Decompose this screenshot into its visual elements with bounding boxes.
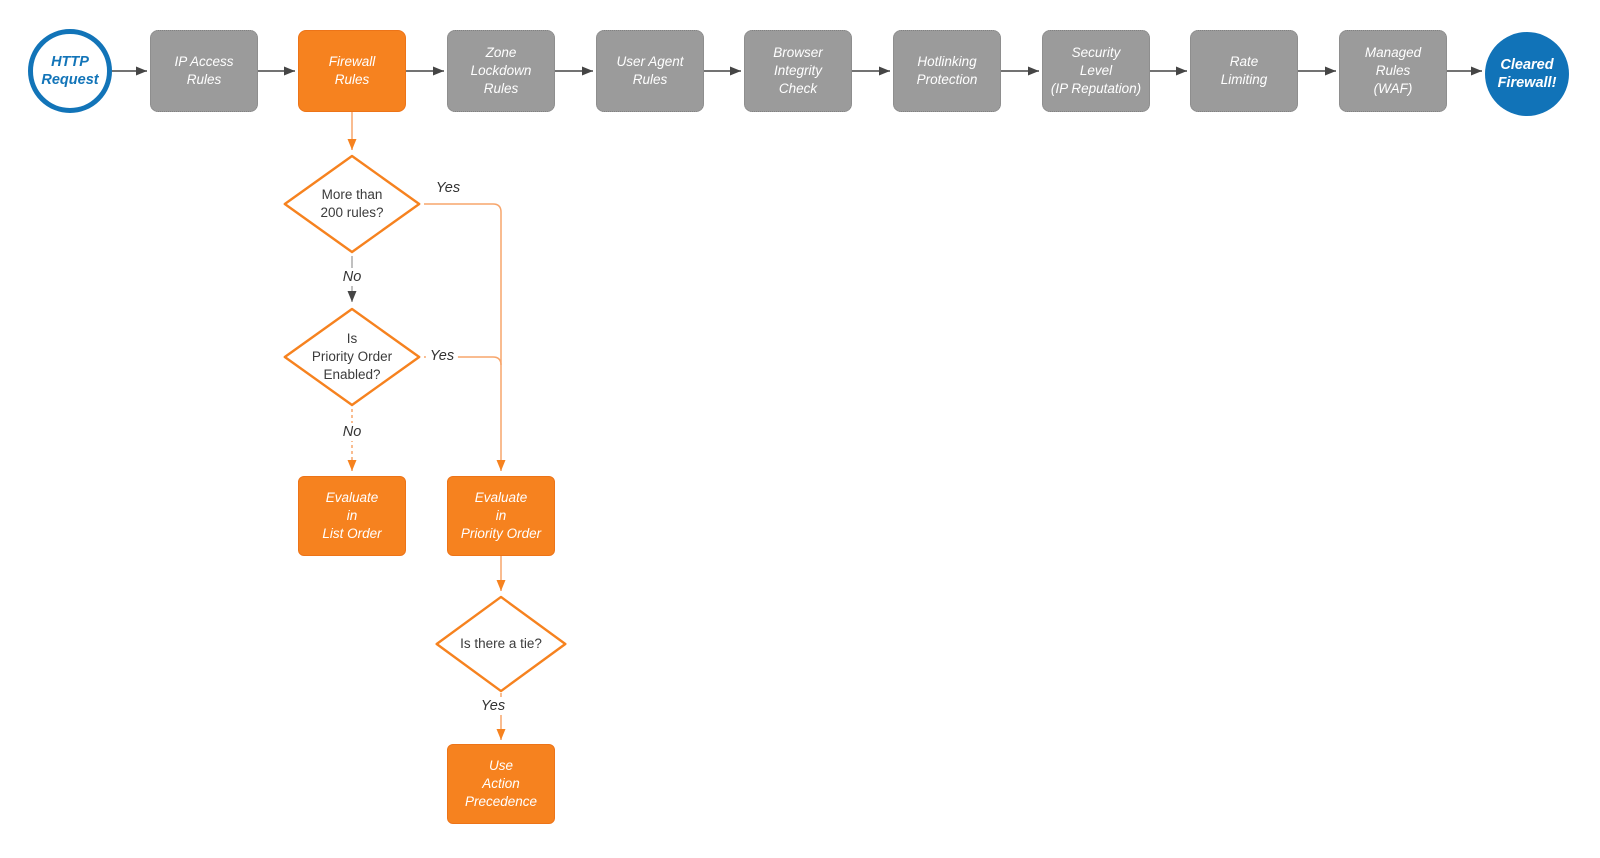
diamond-shape — [282, 307, 422, 407]
node-http-request: HTTP Request — [28, 29, 112, 113]
stage-hotlinking-protection: Hotlinking Protection — [893, 30, 1001, 112]
diamond-shape — [282, 154, 422, 254]
diamond-shape — [434, 595, 568, 693]
stage-ip-access-rules: IP Access Rules — [150, 30, 258, 112]
edge-label-no-1: No — [338, 268, 366, 286]
stage-security-level: Security Level (IP Reputation) — [1042, 30, 1150, 112]
decision-priority-order-enabled: Is Priority Order Enabled? — [282, 307, 422, 407]
action-evaluate-in-list-order: Evaluate in List Order — [298, 476, 406, 556]
stage-user-agent-rules: User Agent Rules — [596, 30, 704, 112]
action-evaluate-in-priority-order: Evaluate in Priority Order — [447, 476, 555, 556]
decision-more-than-200-rules: More than 200 rules? — [282, 154, 422, 254]
edge-label-yes-3: Yes — [476, 697, 510, 715]
decision-is-there-a-tie: Is there a tie? — [434, 595, 568, 693]
decision-label: More than 200 rules? — [320, 186, 384, 220]
edge-label-yes-1: Yes — [431, 179, 465, 197]
stage-rate-limiting: Rate Limiting — [1190, 30, 1298, 112]
action-use-action-precedence: Use Action Precedence — [447, 744, 555, 824]
stage-managed-rules-waf: Managed Rules (WAF) — [1339, 30, 1447, 112]
decision-label: Is there a tie? — [460, 635, 542, 651]
decision-label: Is Priority Order Enabled? — [311, 330, 393, 383]
edge-label-yes-2: Yes — [425, 347, 459, 365]
stage-firewall-rules: Firewall Rules — [298, 30, 406, 112]
connector-decision-1-yes — [424, 203, 506, 471]
node-cleared-firewall: Cleared Firewall! — [1485, 32, 1569, 116]
edge-label-no-2: No — [338, 423, 366, 441]
stage-zone-lockdown-rules: Zone Lockdown Rules — [447, 30, 555, 112]
stage-browser-integrity-check: Browser Integrity Check — [744, 30, 852, 112]
